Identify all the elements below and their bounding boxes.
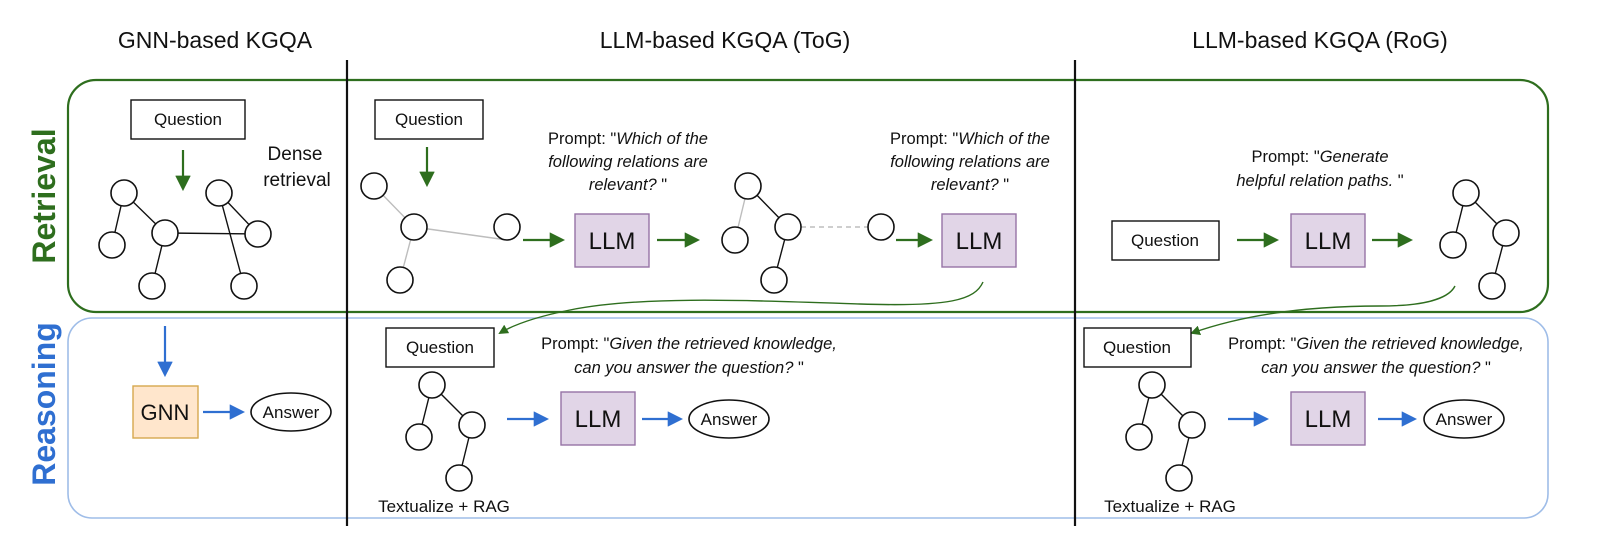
kg-node	[151, 219, 179, 247]
kg-node	[1492, 219, 1520, 247]
column-header-gnn: GNN-based KGQA	[118, 27, 313, 53]
prompt-answer-line1: Prompt: "Given the retrieved knowledge,	[1228, 335, 1524, 353]
retrieval-to-reasoning-connector	[498, 281, 984, 335]
prompt-relations-line1: Prompt: "Which of the	[548, 130, 708, 148]
column-header-tog: LLM-based KGQA (ToG)	[600, 27, 851, 53]
retrieval-to-reasoning-connector	[1190, 285, 1456, 336]
textualize-label: Textualize + RAG	[378, 497, 510, 516]
question-label: Question	[1103, 338, 1171, 357]
kg-node	[400, 213, 428, 241]
kg-node	[230, 272, 258, 300]
retrieval-panel	[66, 78, 1550, 314]
prompt-relations-line3: relevant? "	[931, 176, 1009, 194]
prompt-answer-line1: Prompt: "Given the retrieved knowledge,	[541, 335, 837, 353]
kg-node	[1178, 411, 1206, 439]
answer-ellipse	[1423, 399, 1505, 439]
kg-node	[98, 231, 126, 259]
llm-box	[1290, 391, 1366, 446]
question-label: Question	[1131, 231, 1199, 250]
kg-node	[445, 464, 473, 492]
tog-reasoning-group: Question Prompt: "Given the retrieved kn…	[378, 327, 837, 516]
llm-box	[941, 213, 1017, 268]
question-label: Question	[395, 110, 463, 129]
kg-node	[760, 266, 788, 294]
column-header-rog: LLM-based KGQA (RoG)	[1192, 27, 1448, 53]
kg-node	[138, 272, 166, 300]
kg-node	[244, 220, 272, 248]
gnn-retrieval-group: Question Dense retrieval	[98, 99, 331, 300]
prompt-answer-line2: can you answer the question? "	[1261, 359, 1491, 377]
question-box	[374, 99, 484, 140]
prompt-relations-line1: Prompt: "Which of the	[890, 130, 1050, 148]
answer-ellipse	[688, 399, 770, 439]
llm-box	[574, 213, 650, 268]
rog-retrieval-group: Prompt: "Generate helpful relation paths…	[1111, 148, 1520, 336]
prompt-answer-line2: can you answer the question? "	[574, 359, 804, 377]
question-label: Question	[406, 338, 474, 357]
prompt-relations-line3: relevant? "	[589, 176, 667, 194]
question-box	[1111, 220, 1220, 261]
llm-box	[1290, 213, 1366, 268]
kg-node	[205, 179, 233, 207]
textualize-label: Textualize + RAG	[1104, 497, 1236, 516]
llm-label: LLM	[575, 406, 622, 433]
kg-node	[386, 266, 414, 294]
kg-node	[867, 213, 895, 241]
dense-label-line2: retrieval	[263, 170, 331, 191]
kg-node	[110, 179, 138, 207]
kg-node	[1125, 423, 1153, 451]
kg-node	[1138, 371, 1166, 399]
dense-label-line1: Dense	[268, 144, 323, 165]
question-box	[385, 327, 495, 368]
answer-label: Answer	[701, 410, 758, 429]
prompt-relations-line2: following relations are	[890, 153, 1050, 171]
kg-node	[493, 213, 521, 241]
row-label-reasoning: Reasoning	[26, 322, 62, 486]
answer-label: Answer	[263, 403, 320, 422]
kg-node	[774, 213, 802, 241]
question-box	[1083, 327, 1192, 368]
kg-node	[360, 172, 388, 200]
prompt-paths-line1: Prompt: "Generate	[1251, 148, 1388, 166]
llm-label: LLM	[1305, 406, 1352, 433]
kg-node	[1165, 464, 1193, 492]
question-label: Question	[154, 110, 222, 129]
kg-node	[405, 423, 433, 451]
question-box	[130, 99, 246, 140]
row-label-retrieval: Retrieval	[26, 128, 62, 263]
llm-label: LLM	[956, 228, 1003, 255]
gnn-label: GNN	[141, 400, 190, 425]
kg-node	[1452, 179, 1480, 207]
tog-retrieval-group: Question LLM Prompt: "Which of the follo…	[360, 99, 1050, 335]
kg-node	[1478, 272, 1506, 300]
llm-label: LLM	[1305, 228, 1352, 255]
prompt-relations-line2: following relations are	[548, 153, 708, 171]
answer-label: Answer	[1436, 410, 1493, 429]
prompt-paths-line2: helpful relation paths. "	[1236, 172, 1403, 190]
reasoning-panel	[67, 317, 1549, 519]
kg-node	[418, 371, 446, 399]
kg-node	[721, 226, 749, 254]
rog-reasoning-group: Question Prompt: "Given the retrieved kn…	[1083, 327, 1524, 516]
gnn-box	[132, 385, 199, 439]
gnn-reasoning-group: GNN Answer	[132, 326, 332, 439]
answer-ellipse	[250, 392, 332, 432]
kg-node	[734, 172, 762, 200]
kg-node	[458, 411, 486, 439]
kg-node	[1439, 231, 1467, 259]
llm-box	[560, 391, 636, 446]
llm-label: LLM	[589, 228, 636, 255]
